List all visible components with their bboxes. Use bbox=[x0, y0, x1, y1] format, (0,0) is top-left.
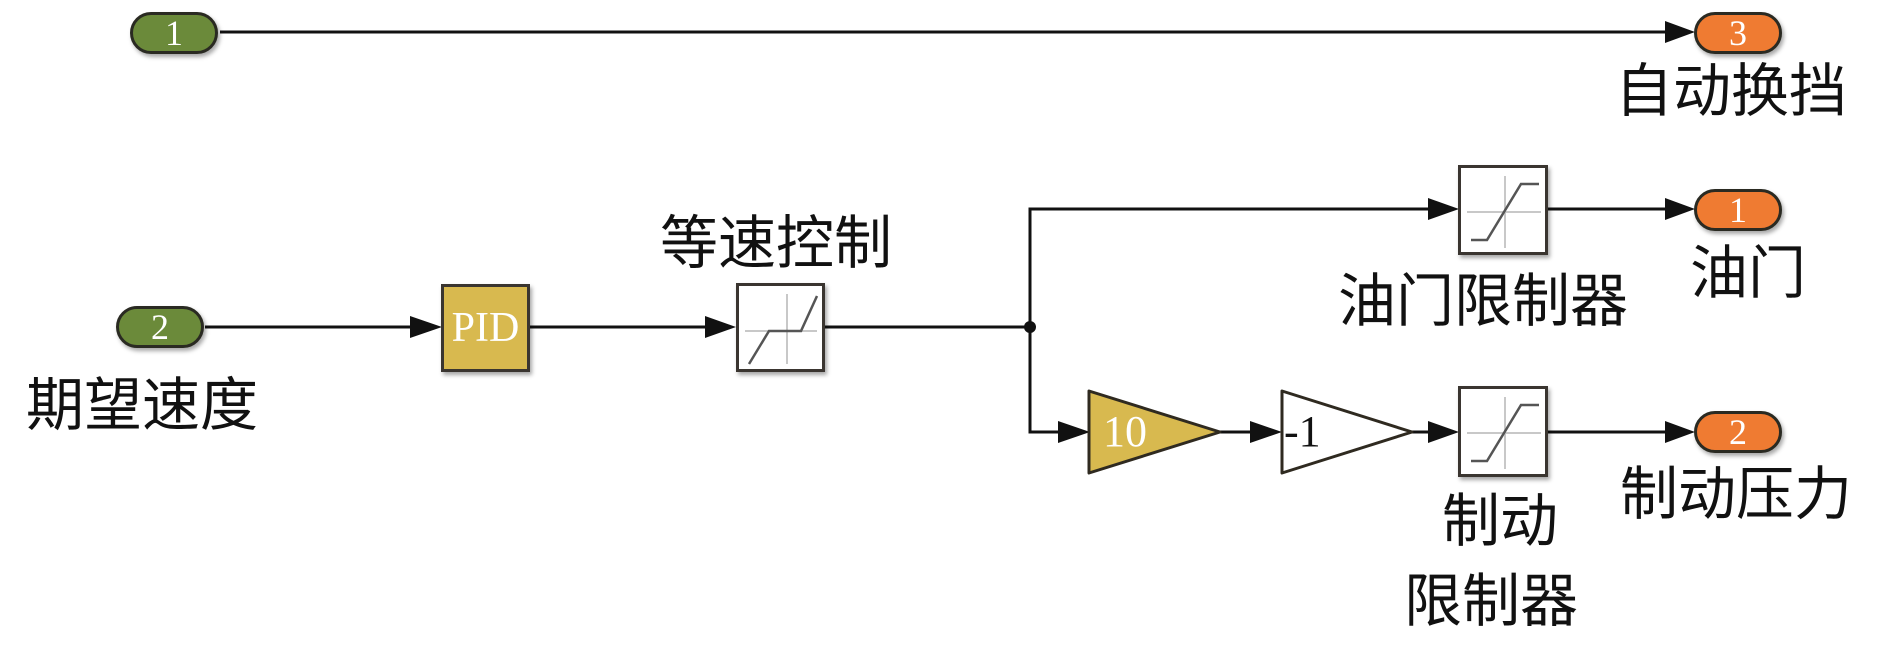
inport-1-number: 1 bbox=[165, 13, 183, 53]
wire-junction-throttle bbox=[1028, 207, 1430, 327]
arrowhead-out1 bbox=[1665, 198, 1695, 220]
inport-2[interactable]: 2 bbox=[116, 306, 204, 348]
outport-1-label: 油门 bbox=[1690, 239, 1807, 307]
dead-zone-icon bbox=[745, 294, 819, 365]
saturation-icon bbox=[1467, 397, 1541, 469]
arrowhead-pid bbox=[410, 316, 442, 338]
arrowhead-out2 bbox=[1665, 421, 1695, 443]
inport-2-label: 期望速度 bbox=[26, 371, 259, 439]
gain-10-text: 10 bbox=[1103, 407, 1147, 456]
outport-3-number: 3 bbox=[1729, 13, 1747, 53]
outport-2-label: 制动压力 bbox=[1620, 460, 1853, 528]
outport-1-number: 1 bbox=[1729, 190, 1747, 230]
outport-3-label: 自动换挡 bbox=[1615, 57, 1848, 125]
brake-saturation-label-line2: 限制器 bbox=[1404, 567, 1579, 635]
pid-controller-block[interactable]: PID bbox=[441, 284, 530, 372]
saturation-icon bbox=[1467, 176, 1541, 248]
outport-2[interactable]: 2 bbox=[1694, 411, 1782, 453]
arrowhead-brakesat bbox=[1428, 421, 1459, 443]
throttle-saturation-block[interactable] bbox=[1458, 165, 1548, 255]
branch-junction bbox=[1024, 321, 1036, 333]
arrowhead-out3 bbox=[1665, 21, 1695, 43]
outport-3[interactable]: 3 bbox=[1694, 12, 1782, 54]
arrowhead-throttlesat bbox=[1428, 198, 1459, 220]
inport-1[interactable]: 1 bbox=[130, 12, 218, 54]
wire-junction-gain10 bbox=[1028, 327, 1062, 434]
gain-10-block[interactable] bbox=[1087, 389, 1222, 475]
arrowhead-gainneg1 bbox=[1250, 421, 1282, 443]
deadzone-label: 等速控制 bbox=[660, 209, 893, 277]
throttle-saturation-label: 油门限制器 bbox=[1338, 267, 1629, 335]
gain-neg1-text: -1 bbox=[1284, 407, 1321, 456]
inport-2-number: 2 bbox=[151, 307, 169, 347]
brake-saturation-label-line1: 制动 bbox=[1442, 487, 1559, 555]
arrowhead-gain10 bbox=[1058, 421, 1090, 443]
arrowhead-deadzone bbox=[705, 316, 736, 338]
pid-text: PID bbox=[451, 305, 520, 351]
outport-2-number: 2 bbox=[1729, 412, 1747, 452]
brake-saturation-block[interactable] bbox=[1458, 386, 1548, 477]
dead-zone-block[interactable] bbox=[736, 283, 825, 372]
gain-neg1-block[interactable] bbox=[1280, 389, 1414, 475]
outport-1[interactable]: 1 bbox=[1694, 189, 1782, 231]
